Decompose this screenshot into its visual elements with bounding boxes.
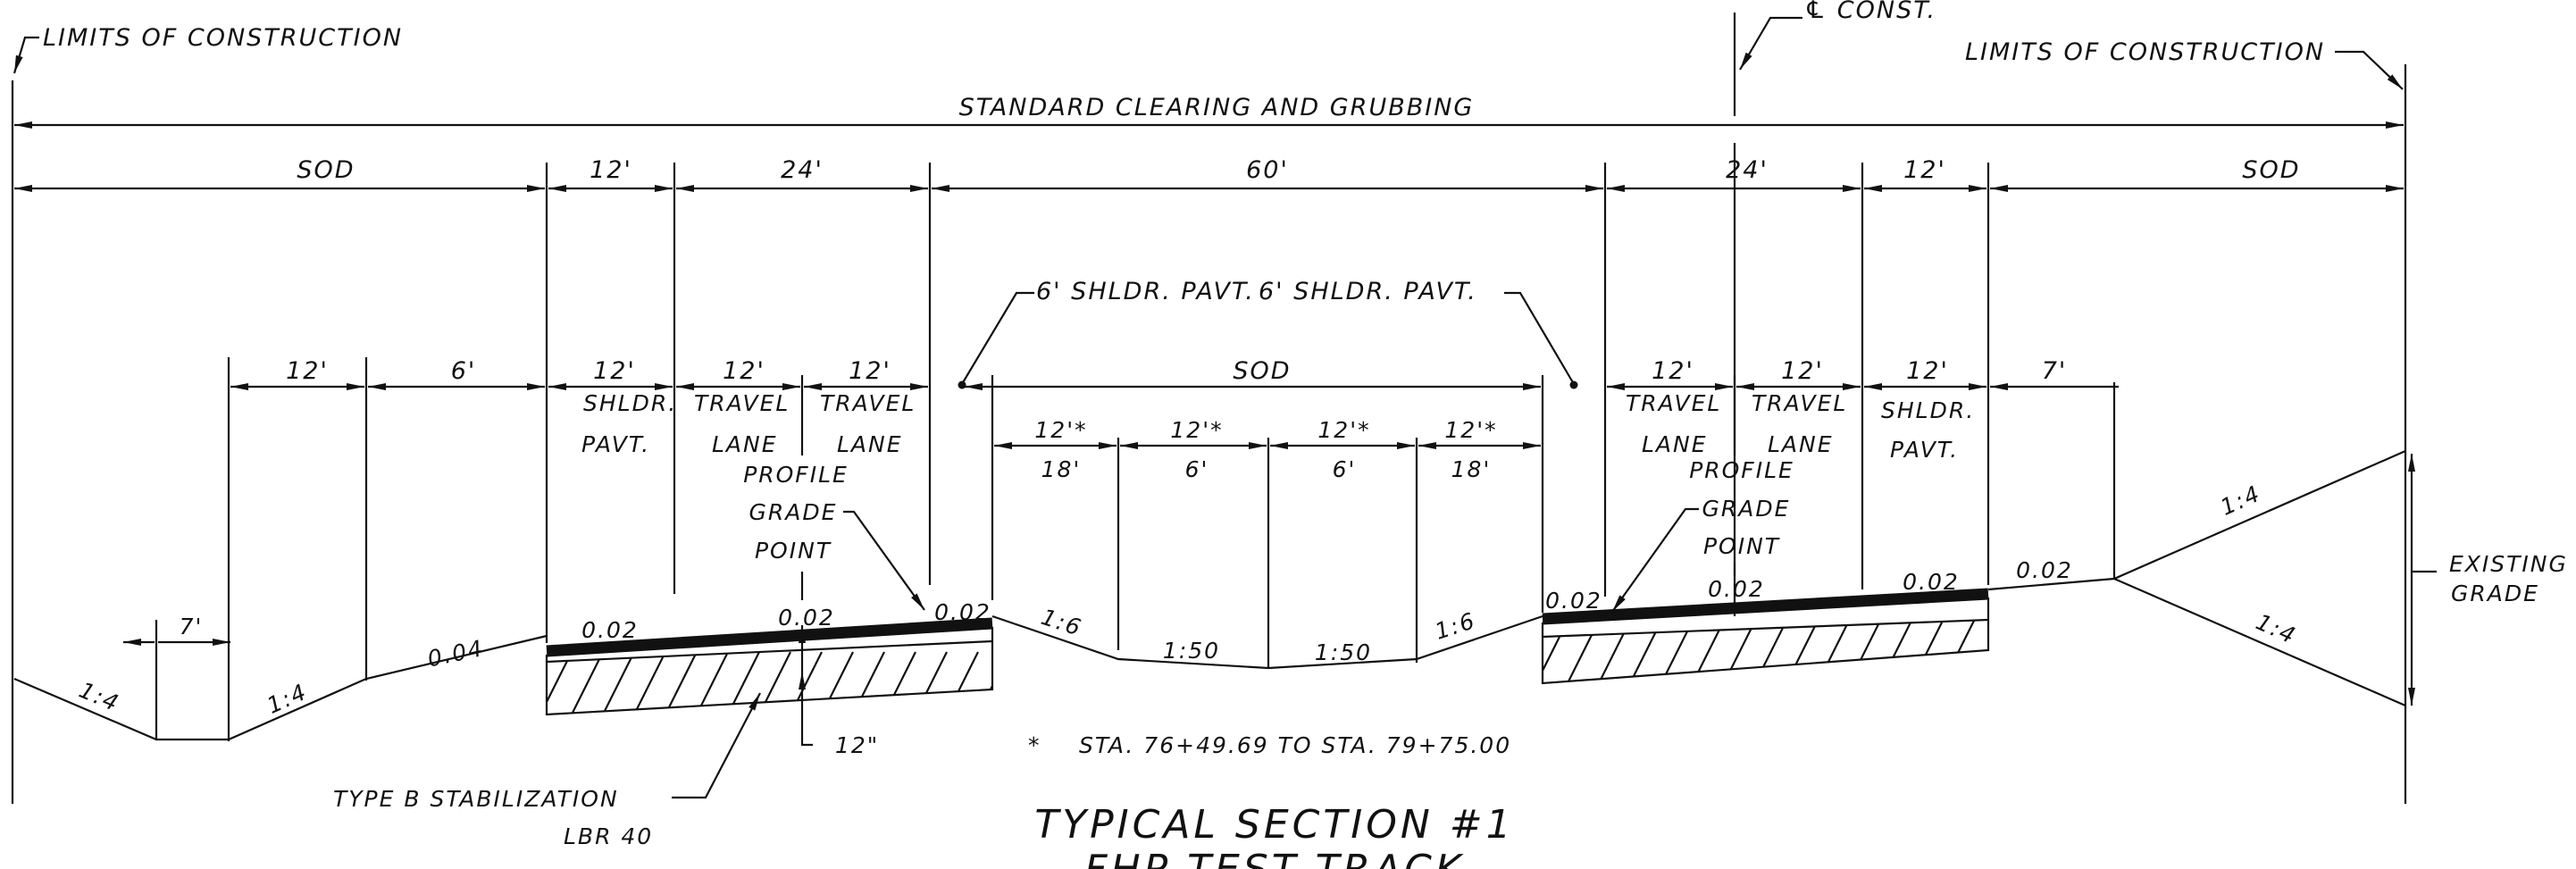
stab-2: LBR 40 (564, 823, 653, 849)
limits-of-construction-left: LIMITS OF CONSTRUCTION (11, 24, 403, 804)
travel-4: TRAVEL (1752, 390, 1847, 416)
title-line-1: TYPICAL SECTION #1 (1034, 802, 1514, 848)
med-3-top: 12'* (1317, 417, 1370, 443)
pgp-right-1: PROFILE (1689, 457, 1794, 483)
pgp-left-1: PROFILE (743, 462, 849, 488)
sod-right-label: SOD (2242, 156, 2300, 184)
slope-002-b: 0.02 (778, 605, 835, 631)
second-dimension-row: 12' 6' 12' SHLDR. PAVT. 12' TRAVEL LANE … (227, 357, 2119, 741)
existing-2: GRADE (2451, 581, 2539, 606)
pavt-1: PAVT. (581, 431, 650, 457)
title-line-2: FHP TEST TRACK (1084, 847, 1465, 869)
shldr-1: SHLDR. (583, 390, 677, 416)
top-dimension-row: SOD 12' 24' 60' 24' 12' SOD (14, 156, 2404, 643)
dim-7-left: 7' (180, 614, 204, 639)
dim-12-b: 12' (1903, 156, 1946, 184)
section-title: TYPICAL SECTION #1 FHP TEST TRACK (1034, 802, 1514, 869)
dim-6-ditch: 6' (451, 357, 477, 385)
slope-14-a: 1:4 (75, 677, 123, 717)
slope-004: 0.04 (425, 635, 486, 673)
med-2-top: 12'* (1170, 417, 1223, 443)
lane-2: LANE (837, 431, 903, 457)
pgp-left-2: GRADE (749, 499, 838, 525)
centerline-const: ℄ CONST. (1733, 0, 1936, 616)
lane-3: LANE (1642, 431, 1708, 457)
limits-of-construction-right: LIMITS OF CONSTRUCTION (1965, 38, 2407, 804)
slope-16-a: 1:6 (1038, 604, 1085, 641)
profile-grade-point-right: PROFILE GRADE POINT (1611, 457, 1794, 613)
slope-14-b: 1:4 (263, 679, 312, 719)
loc-right-label: LIMITS OF CONSTRUCTION (1965, 38, 2325, 66)
lane-1: LANE (712, 431, 778, 457)
slope-150-b: 1:50 (1315, 639, 1372, 665)
slope-14-d: 1:4 (2252, 609, 2300, 649)
slope-002-c: 0.02 (934, 599, 991, 625)
med-4-top: 12'* (1444, 417, 1497, 443)
travel-1: TRAVEL (694, 390, 790, 416)
slope-16-b: 1:6 (1432, 607, 1479, 645)
pgp-right-3: POINT (1703, 533, 1780, 559)
dim-12-a: 12' (590, 156, 632, 184)
slope-002-e: 0.02 (1708, 576, 1765, 602)
pavement-right: 0.02 0.02 0.02 (1541, 569, 1990, 685)
dim-24-b: 24' (1726, 156, 1769, 184)
sod-left-label: SOD (297, 156, 355, 184)
note-sta: STA. 76+49.69 TO STA. 79+75.00 (1079, 732, 1511, 758)
pavement-left: 0.02 0.02 0.02 12" TYPE B STABILIZATION … (333, 599, 994, 849)
pgp-right-2: GRADE (1702, 496, 1791, 522)
dim-12in: 12" (835, 732, 879, 758)
clearing-label: STANDARD CLEARING AND GRUBBING (959, 94, 1475, 121)
med-1-top: 12'* (1034, 417, 1087, 443)
median-dimensions: 12'* 18' 12'* 6' 12'* 6' 12'* 18' (994, 417, 1541, 668)
existing-1: EXISTING (2449, 551, 2568, 577)
dim-12-tl1: 12' (723, 357, 765, 385)
pavt-2: PAVT. (1890, 437, 1959, 463)
lane-4: LANE (1768, 431, 1834, 457)
dim-12-tl4: 12' (1781, 357, 1824, 385)
shldr-2: SHLDR. (1881, 397, 1975, 423)
loc-left-label: LIMITS OF CONSTRUCTION (43, 24, 403, 52)
travel-2: TRAVEL (820, 390, 916, 416)
slope-002-f: 0.02 (1903, 569, 1960, 595)
shoulder-pavement-leaders: 6' SHLDR. PAVT. 6' SHLDR. PAVT. (958, 278, 1578, 389)
slope-002-d: 0.02 (1545, 588, 1602, 614)
pgp-left-3: POINT (755, 538, 832, 564)
med-1-bot: 18' (1041, 456, 1082, 482)
clearing-dimension: STANDARD CLEARING AND GRUBBING (14, 94, 2404, 129)
note-star: * (1028, 732, 1041, 758)
dim-12-shldr: 12' (593, 357, 636, 385)
dim-24-a: 24' (781, 156, 824, 184)
shldr-pavt-right-label: 6' SHLDR. PAVT. (1259, 278, 1477, 305)
dim-12-ditch: 12' (286, 357, 329, 385)
dim-12-shldr2: 12' (1906, 357, 1949, 385)
med-2-bot: 6' (1185, 456, 1209, 482)
slope-150-a: 1:50 (1163, 638, 1220, 664)
dim-12-tl2: 12' (849, 357, 891, 385)
slope-14-c: 1:4 (2217, 480, 2265, 521)
med-4-bot: 18' (1451, 456, 1492, 482)
profile-grade-point-left: PROFILE GRADE POINT (743, 462, 925, 611)
med-3-bot: 6' (1333, 456, 1357, 482)
ground-profile: 7' 1:4 1:4 0.04 1:6 1:50 1:50 1:6 0.02 1… (13, 449, 2406, 741)
slope-002-g: 0.02 (2016, 557, 2073, 583)
const-label: ℄ CONST. (1804, 0, 1936, 24)
dim-60: 60' (1246, 156, 1289, 184)
slope-002-a: 0.02 (581, 617, 639, 643)
sod-median-label: SOD (1233, 357, 1291, 385)
station-note: * STA. 76+49.69 TO STA. 79+75.00 (1028, 732, 1511, 758)
travel-3: TRAVEL (1626, 390, 1721, 416)
shldr-pavt-left-label: 6' SHLDR. PAVT. (1036, 278, 1255, 305)
existing-grade: EXISTING GRADE (2408, 454, 2568, 706)
stab-1: TYPE B STABILIZATION (333, 786, 619, 812)
dim-7-right: 7' (2042, 357, 2068, 385)
dim-12-tl3: 12' (1652, 357, 1694, 385)
